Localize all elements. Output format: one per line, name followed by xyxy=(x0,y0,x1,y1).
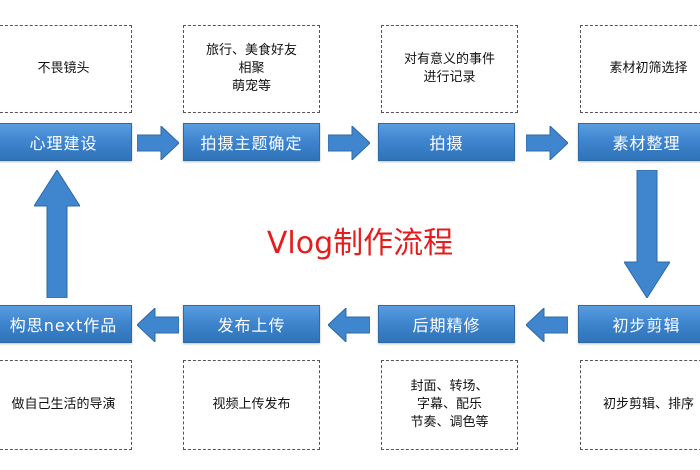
step-shooting: 拍摄 xyxy=(378,123,515,161)
note-material: 素材初筛选择 xyxy=(580,25,700,113)
note-rough-cut: 初步剪辑、排序 xyxy=(580,360,700,450)
step-mindset: 心理建设 xyxy=(0,123,132,161)
note-shooting: 对有意义的事件 进行记录 xyxy=(381,25,518,113)
arrow-left-icon xyxy=(137,308,179,342)
arrow-down-icon xyxy=(624,170,670,298)
arrow-right-icon xyxy=(526,126,568,160)
note-upload: 视频上传发布 xyxy=(183,360,320,450)
arrow-right-icon xyxy=(137,126,179,160)
step-next-work: 构思next作品 xyxy=(0,305,132,343)
arrow-up-icon xyxy=(34,170,80,298)
step-theme: 拍摄主题确定 xyxy=(183,123,320,161)
note-theme: 旅行、美食好友 相聚 萌宠等 xyxy=(183,25,320,113)
arrow-left-icon xyxy=(526,308,568,342)
step-post-editing: 后期精修 xyxy=(378,305,515,343)
step-rough-cut: 初步剪辑 xyxy=(578,305,700,343)
note-mindset: 不畏镜头 xyxy=(0,25,132,113)
arrow-left-icon xyxy=(328,308,370,342)
diagram-title: Vlog制作流程 xyxy=(266,226,454,261)
step-publish: 发布上传 xyxy=(183,305,320,343)
note-post-editing: 封面、转场、 字幕、配乐 节奏、调色等 xyxy=(381,360,518,450)
arrow-right-icon xyxy=(328,126,370,160)
step-material: 素材整理 xyxy=(578,123,700,161)
note-director: 做自己生活的导演 xyxy=(0,360,132,450)
